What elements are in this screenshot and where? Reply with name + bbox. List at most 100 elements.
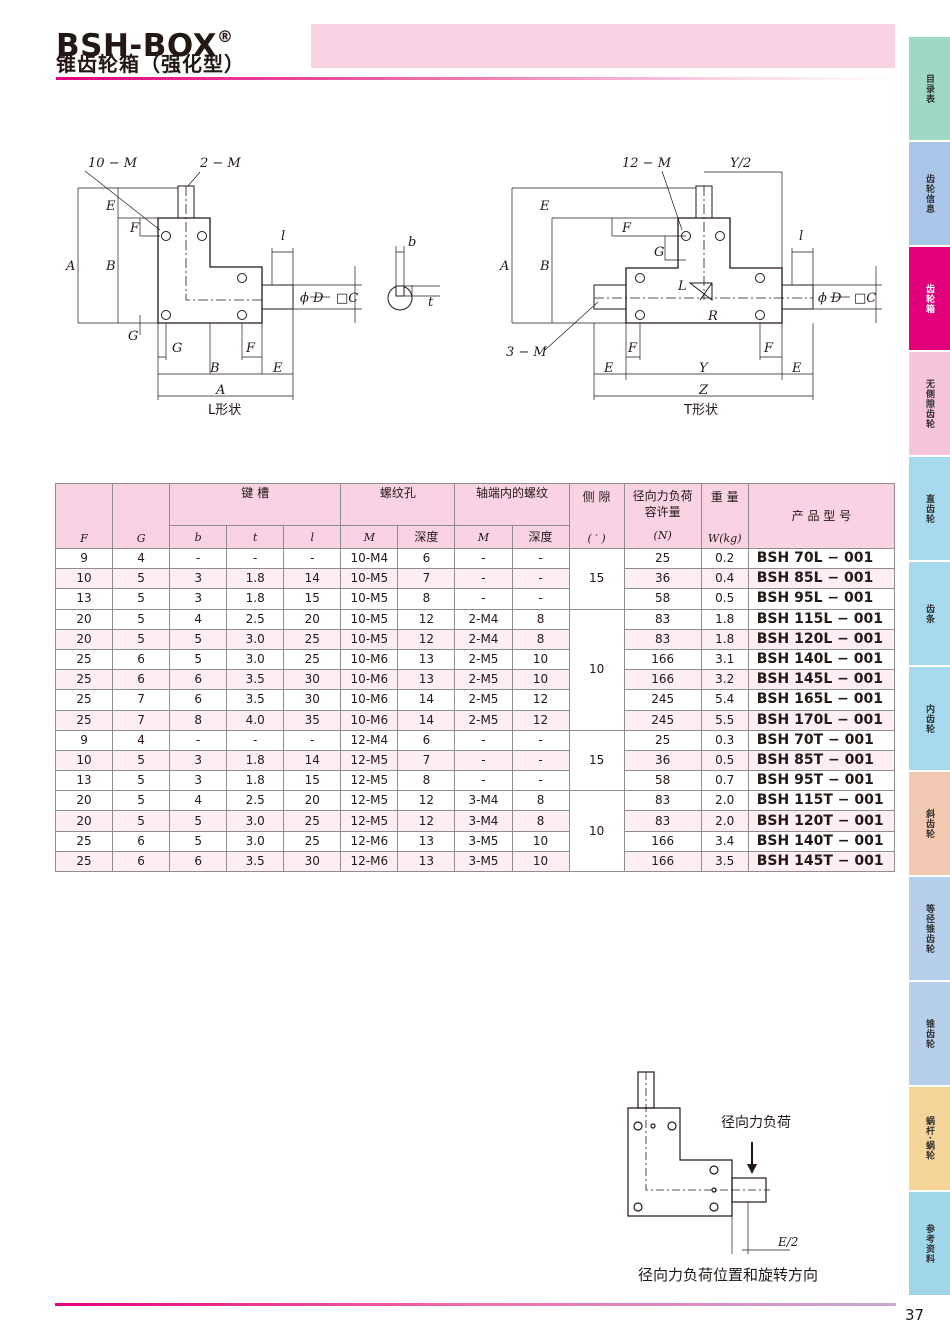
sidebar-tab[interactable]: 齿轮箱 <box>909 247 950 350</box>
table-cell: 2-M5 <box>454 689 513 711</box>
sidebar-tab[interactable]: 齿轮信息 <box>909 142 950 245</box>
table-cell: 2-M5 <box>454 648 513 671</box>
table-cell: 13 <box>54 770 114 792</box>
table-cell: 4 <box>112 547 171 570</box>
sidebar-tab[interactable]: 锥齿轮 <box>909 982 950 1085</box>
col-shaft-screw: 轴端内的螺纹 <box>454 482 570 527</box>
table-cell: - <box>454 568 513 590</box>
table-cell: 14 <box>397 709 456 731</box>
table-cell: 10 <box>54 749 114 772</box>
sidebar-tab[interactable]: 目录表 <box>909 37 950 140</box>
product-title: BSH-BOX® <box>56 27 234 64</box>
model-cell: BSH 70L − 001 <box>747 547 896 570</box>
table-cell: 10-M5 <box>340 608 399 630</box>
table-cell: 58 <box>623 588 702 610</box>
table-cell: 5 <box>112 568 171 590</box>
table-cell: 4 <box>112 729 171 751</box>
svg-text:10 − M: 10 − M <box>88 156 138 171</box>
table-cell: 10-M5 <box>340 568 399 590</box>
table-cell: 1.8 <box>700 608 749 630</box>
table-cell: 0.7 <box>700 770 749 792</box>
table-cell: 25 <box>54 709 114 731</box>
table-cell: 83 <box>623 608 702 630</box>
table-cell: 3 <box>169 588 228 610</box>
table-cell: 12 <box>397 790 456 812</box>
sidebar-tab[interactable]: 斜齿轮 <box>909 772 950 875</box>
model-cell: BSH 70T − 001 <box>747 729 896 751</box>
svg-text:F: F <box>763 341 774 356</box>
table-cell: 10 <box>511 830 570 852</box>
table-cell: 12-M6 <box>340 830 399 852</box>
table-cell: 7 <box>112 709 171 731</box>
l-shape-drawing <box>77 170 440 400</box>
table-cell: 13 <box>54 588 114 610</box>
backlash-cell: 15 <box>568 729 625 792</box>
sidebar-tab[interactable]: 等径锥齿轮 <box>909 877 950 980</box>
sidebar-tab[interactable]: 直齿轮 <box>909 457 950 560</box>
table-cell: - <box>454 729 513 751</box>
svg-text:E: E <box>272 361 283 376</box>
bottom-caption: 径向力负荷位置和旋转方向 <box>638 1266 819 1284</box>
table-cell: 5 <box>112 749 171 772</box>
page-number: 37 <box>905 1306 925 1324</box>
table-cell: 12 <box>397 810 456 832</box>
svg-text:t: t <box>428 295 434 310</box>
header-banner <box>311 24 895 68</box>
dimension-drawings: 10 − M 2 − M A B E F G G F B E A l ϕ D □… <box>65 156 882 418</box>
sidebar-tab[interactable]: 内齿轮 <box>909 667 950 770</box>
sidebar-tab[interactable]: 参考资料 <box>909 1192 950 1295</box>
svg-text:□C: □C <box>336 291 358 306</box>
table-cell: - <box>169 729 228 751</box>
table-cell: - <box>511 568 570 590</box>
table-cell: 1.8 <box>226 568 285 590</box>
model-cell: BSH 165L − 001 <box>747 689 896 711</box>
model-cell: BSH 120T − 001 <box>747 810 896 832</box>
svg-text:B: B <box>105 259 116 274</box>
table-cell: 35 <box>283 709 342 731</box>
col-model: 产 品 型 号 <box>747 483 896 549</box>
table-cell: 5 <box>112 588 171 610</box>
table-cell: 245 <box>623 689 702 711</box>
sidebar-tab[interactable]: 齿条 <box>909 562 950 665</box>
svg-text:F: F <box>627 341 638 356</box>
radial-load-label: 径向力负荷 <box>721 1115 791 1131</box>
spec-table: F G 键 槽 螺纹孔 轴端内的螺纹 侧 隙( ′ ) 径向力负荷容许量(N) … <box>54 482 896 873</box>
svg-text:R: R <box>707 309 718 324</box>
table-cell: 10-M6 <box>340 669 399 691</box>
table-cell: - <box>511 547 570 570</box>
table-cell: 3.4 <box>700 830 749 852</box>
table-cell: 2.0 <box>700 810 749 832</box>
table-cell: 7 <box>397 749 456 772</box>
sidebar-tab[interactable]: 蜗杆·蜗轮 <box>909 1087 950 1190</box>
table-cell: 0.4 <box>700 568 749 590</box>
model-cell: BSH 85T − 001 <box>747 749 896 772</box>
table-cell: 166 <box>623 669 702 691</box>
l-shape-caption: L形状 <box>208 403 241 418</box>
svg-text:ϕ D: ϕ D <box>300 291 324 306</box>
table-cell: 25 <box>54 830 114 852</box>
table-cell: - <box>283 729 342 751</box>
sidebar-tab[interactable]: 无侧隙齿轮 <box>909 352 950 455</box>
table-cell: 2.0 <box>700 790 749 812</box>
backlash-cell: 10 <box>568 790 625 872</box>
table-cell: 12 <box>397 608 456 630</box>
model-cell: BSH 145L − 001 <box>747 669 896 691</box>
table-cell: 3-M4 <box>454 810 513 832</box>
table-cell: 30 <box>283 669 342 691</box>
table-cell: 3.5 <box>700 850 749 873</box>
model-cell: BSH 170L − 001 <box>747 709 896 731</box>
table-cell: 20 <box>283 790 342 812</box>
table-cell: 30 <box>283 850 342 873</box>
svg-text:G: G <box>172 341 182 356</box>
table-cell: 5 <box>112 608 171 630</box>
table-cell: - <box>511 770 570 792</box>
table-cell: - <box>454 770 513 792</box>
model-cell: BSH 95L − 001 <box>747 588 896 610</box>
table-cell: 7 <box>397 568 456 590</box>
